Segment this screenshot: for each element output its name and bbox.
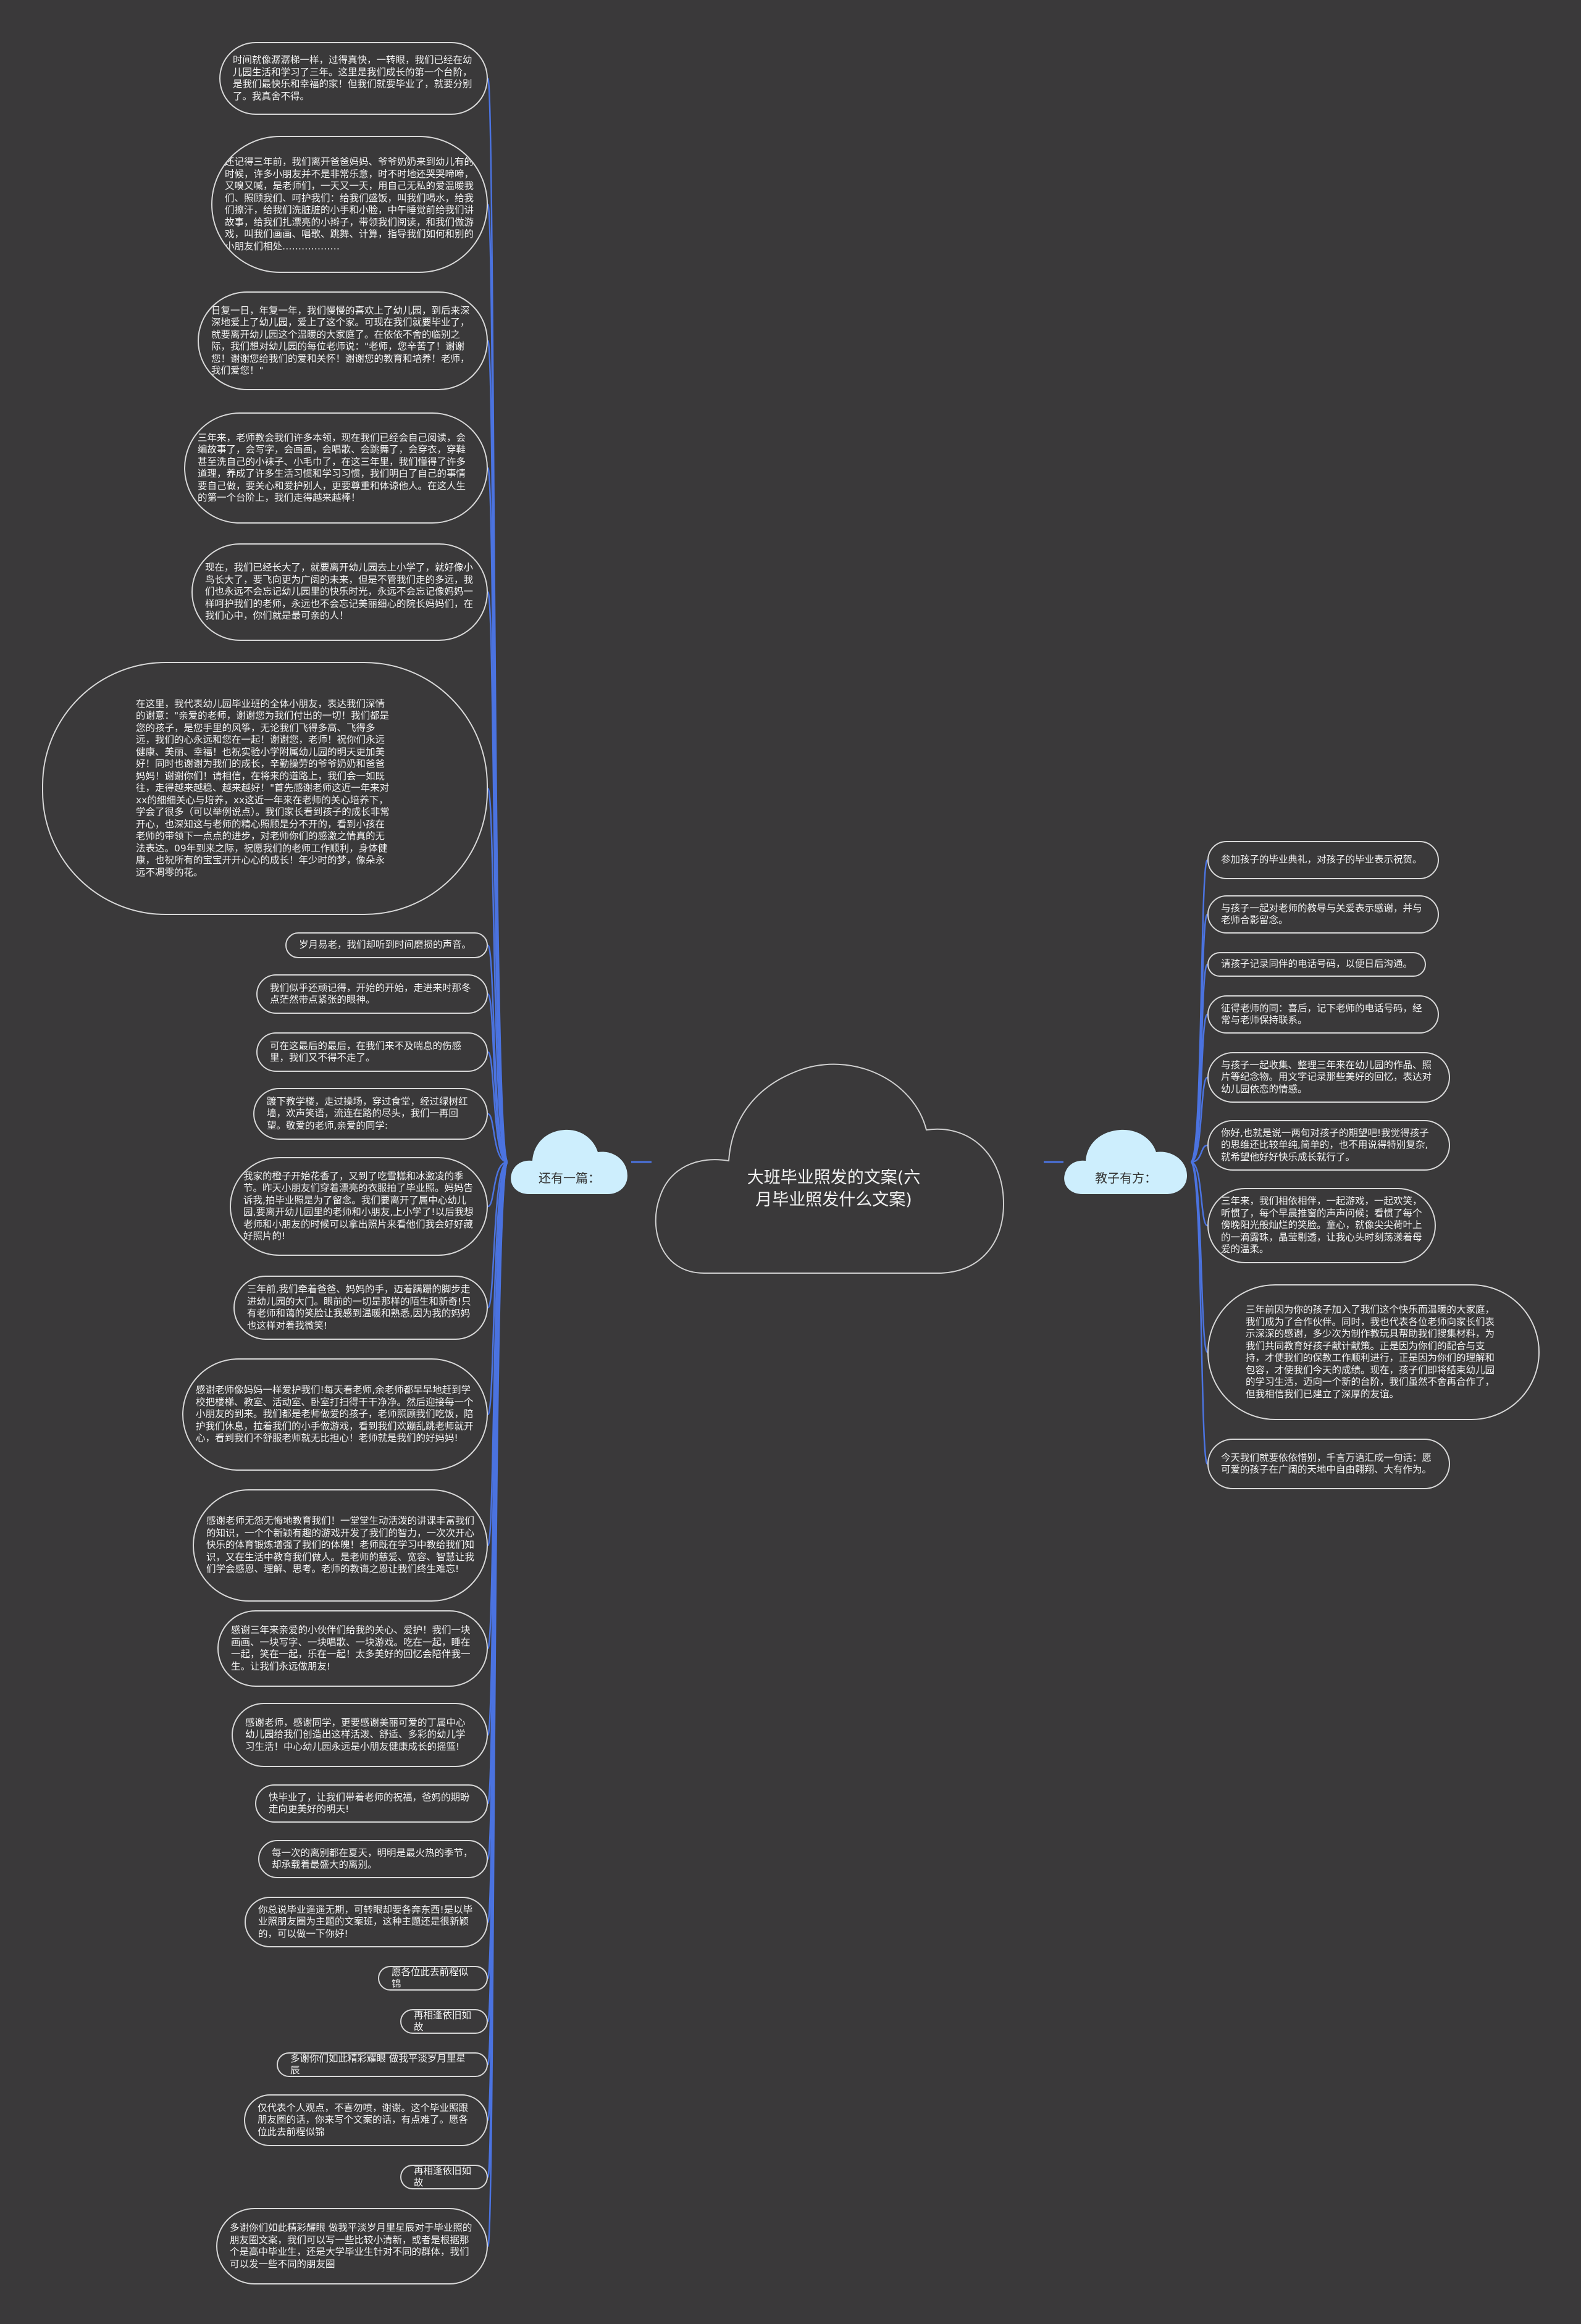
left-leaf-node[interactable]: 我们似乎还顽记得，开始的开始，走进来时那冬点茫然带点紧张的眼神。 [256, 974, 488, 1014]
left-connector [487, 787, 509, 1163]
left-connector [487, 591, 509, 1163]
branch-node-right[interactable]: 教子有方： [1061, 1125, 1191, 1199]
left-leaf-node[interactable]: 时间就像潺潺梯一样，过得真快，一转眼，我们已经在幼儿园生活和学习了三年。这里是我… [219, 42, 488, 115]
left-leaf-node[interactable]: 再相逢依旧如故 [400, 2165, 488, 2189]
left-connector [487, 1161, 509, 2247]
left-leaf-text: 还记得三年前，我们离开爸爸妈妈、爷爷奶奶来到幼儿有的时候，许多小朋友并不是非常乐… [225, 156, 474, 252]
left-leaf-node[interactable]: 每一次的离别都在夏天，明明是最火热的季节，却承载着最盛大的离别。 [258, 1840, 488, 1878]
right-leaf-node[interactable]: 与孩子一起对老师的教导与关爱表示感谢，并与老师合影留念。 [1207, 895, 1439, 934]
left-leaf-text: 可在这最后的最后，在我们来不及喘息的伤感里，我们又不得不走了。 [270, 1040, 462, 1064]
right-leaf-text: 今天我们就要依依惜别，千言万语汇成一句话：愿可爱的孩子在广阔的天地中自由翱翔、大… [1221, 1452, 1432, 1476]
left-connector [487, 993, 508, 1163]
right-leaf-node[interactable]: 请孩子记录同伴的电话号码，以便日后沟通。 [1207, 952, 1426, 977]
right-leaf-text: 三年来，我们相依相伴，一起游戏，一起欢笑，听惯了，每个早晨推窗的声声问候；看惯了… [1221, 1195, 1422, 1255]
right-leaf-node[interactable]: 三年前因为你的孩子加入了我们这个快乐而温暖的大家庭，我们成为了合作伙伴。同时，我… [1207, 1284, 1540, 1420]
left-leaf-text: 愿各位此去前程似锦 [392, 1966, 469, 1989]
left-leaf-text: 你总说毕业遥遥无期，可转眼却要各奔东西!是以毕业照朋友圈为主题的文案班，这种主题… [258, 1904, 473, 1939]
right-leaf-node[interactable]: 今天我们就要依依惜别，千言万语汇成一句话：愿可爱的孩子在广阔的天地中自由翱翔、大… [1207, 1439, 1450, 1489]
left-leaf-node[interactable]: 感谢老师，感谢同学，更要感谢美丽可爱的丁属中心幼儿园给我们创造出这样活泼、舒适、… [232, 1703, 488, 1767]
left-leaf-text: 每一次的离别都在夏天，明明是最火热的季节，却承载着最盛大的离别。 [272, 1847, 473, 1871]
left-leaf-node[interactable]: 三年前,我们牵着爸爸、妈妈的手，迈着蹒跚的脚步走进幼儿园的大门。眼前的一切是那样… [233, 1276, 488, 1340]
right-leaf-text: 三年前因为你的孩子加入了我们这个快乐而温暖的大家庭，我们成为了合作伙伴。同时，我… [1246, 1304, 1495, 1400]
left-leaf-node[interactable]: 可在这最后的最后，在我们来不及喘息的伤感里，我们又不得不走了。 [256, 1032, 488, 1072]
left-leaf-text: 时间就像潺潺梯一样，过得真快，一转眼，我们已经在幼儿园生活和学习了三年。这里是我… [233, 54, 472, 102]
right-connector [1190, 1076, 1209, 1163]
right-connector [1189, 1161, 1209, 1465]
left-leaf-node[interactable]: 岁月易老，我们却听到时间磨损的声音。 [285, 932, 488, 958]
left-leaf-node[interactable]: 还记得三年前，我们离开爸爸妈妈、爷爷奶奶来到幼儿有的时候，许多小朋友并不是非常乐… [211, 136, 488, 273]
left-leaf-text: 感谢老师，感谢同学，更要感谢美丽可爱的丁属中心幼儿园给我们创造出这样活泼、舒适、… [245, 1716, 466, 1752]
left-cloud-shape [511, 1129, 627, 1194]
right-leaf-text: 你好,也就是说一两句对孩子的期望吧!我觉得孩子的思维还比较单纯,简单的，也不用说… [1221, 1127, 1429, 1163]
left-leaf-node[interactable]: 三年来，老师教会我们许多本领，现在我们已经会自己阅读，会编故事了，会写字，会画画… [184, 412, 488, 524]
branch-label-right: 教子有方： [1095, 1171, 1157, 1185]
left-leaf-node[interactable]: 日复一日，年复一年，我们慢慢的喜欢上了幼儿园，到后来深深地爱上了幼儿园，爱上了这… [198, 291, 488, 390]
left-connector [487, 1113, 508, 1163]
right-leaf-node[interactable]: 三年来，我们相依相伴，一起游戏，一起欢笑，听惯了，每个早晨推窗的声声问候；看惯了… [1207, 1188, 1436, 1263]
left-leaf-node[interactable]: 在这里，我代表幼儿园毕业班的全体小朋友，表达我们深情的谢意："亲爱的老师，谢谢您… [42, 662, 488, 915]
left-connector [487, 1051, 508, 1163]
left-leaf-node[interactable]: 仅代表个人观点，不喜勿喷，谢谢。这个毕业照跟朋友圈的话，你来写个文案的话，有点难… [244, 2094, 488, 2146]
left-leaf-node[interactable]: 感谢老师像妈妈一样爱护我们!每天看老师,余老师都早早地赶到学校把楼梯、教室、活动… [182, 1358, 488, 1471]
right-leaf-text: 与孩子一起收集、整理三年来在幼儿园的作品、照片等纪念物。用文字记录那些美好的回忆… [1221, 1059, 1432, 1095]
left-leaf-text: 再相逢依旧如故 [414, 2165, 472, 2188]
left-leaf-node[interactable]: 再相逢依旧如故 [400, 2009, 488, 2034]
branch-label-left: 还有一篇： [539, 1171, 600, 1185]
left-leaf-node[interactable]: 多谢你们如此精彩耀眼 做我平淡岁月里星辰对于毕业照的朋友圈文案，我们可以写一些比… [216, 2208, 488, 2284]
left-leaf-text: 感谢老师无怨无悔地教育我们！一堂堂生动活泼的讲课丰富我们的知识，一个个新颖有趣的… [206, 1515, 475, 1575]
left-leaf-text: 我家的橙子开始花香了，又到了吃雪糕和冰激凌的季节。昨天小朋友们穿着漂亮的衣服拍了… [243, 1170, 474, 1242]
left-leaf-text: 三年前,我们牵着爸爸、妈妈的手，迈着蹒跚的脚步走进幼儿园的大门。眼前的一切是那样… [247, 1284, 471, 1331]
left-leaf-node[interactable]: 感谢三年来亲爱的小伙伴们给我的关心、爱护！我们一块画画、一块写字、一块唱歌、一块… [217, 1610, 488, 1687]
right-connector [1190, 1144, 1208, 1163]
right-leaf-node[interactable]: 参加孩子的毕业典礼，对孩子的毕业表示祝贺。 [1207, 841, 1439, 879]
left-leaf-text: 三年来，老师教会我们许多本领，现在我们已经会自己阅读，会编故事了，会写字，会画画… [198, 432, 466, 504]
left-leaf-node[interactable]: 快毕业了，让我们带着老师的祝福，爸妈的期盼走向更美好的明天! [255, 1784, 488, 1823]
left-leaf-text: 感谢老师像妈妈一样爱护我们!每天看老师,余老师都早早地赶到学校把楼梯、教室、活动… [196, 1384, 474, 1444]
left-connector [487, 1161, 508, 1208]
left-leaf-node[interactable]: 我家的橙子开始花香了，又到了吃雪糕和冰激凌的季节。昨天小朋友们穿着漂亮的衣服拍了… [230, 1157, 488, 1256]
left-leaf-text: 踱下教学楼，走过操场，穿过食堂，经过绿树红墙，欢声笑语，流连在路的尽头，我们一再… [267, 1095, 468, 1131]
left-leaf-text: 仅代表个人观点，不喜勿喷，谢谢。这个毕业照跟朋友圈的话，你来写个文案的话，有点难… [258, 2102, 469, 2138]
left-leaf-text: 多谢你们如此精彩耀眼 做我平淡岁月里星辰对于毕业照的朋友圈文案，我们可以写一些比… [230, 2222, 472, 2270]
root-node[interactable]: 大班毕业照发的文案(六月毕业照发什么文案) [648, 1043, 1007, 1278]
right-leaf-text: 请孩子记录同伴的电话号码，以便日后沟通。 [1221, 958, 1413, 970]
right-cloud-shape [1064, 1129, 1187, 1194]
left-connector [487, 1161, 508, 1309]
left-leaf-text: 在这里，我代表幼儿园毕业班的全体小朋友，表达我们深情的谢意："亲爱的老师，谢谢您… [136, 698, 390, 878]
root-cloud-shape [655, 1063, 1005, 1274]
right-leaf-text: 征得老师的同：喜后，记下老师的电话号码，经常与老师保持联系。 [1221, 1002, 1422, 1026]
left-leaf-text: 快毕业了，让我们带着老师的祝福，爸妈的期盼走向更美好的明天! [269, 1791, 470, 1815]
left-leaf-text: 日复一日，年复一年，我们慢慢的喜欢上了幼儿园，到后来深深地爱上了幼儿园，爱上了这… [211, 304, 470, 377]
left-leaf-node[interactable]: 你总说毕业遥遥无期，可转眼却要各奔东西!是以毕业照朋友圈为主题的文案班，这种主题… [245, 1897, 488, 1947]
right-connector [1190, 1161, 1209, 1227]
left-leaf-node[interactable]: 现在，我们已经长大了，就要离开幼儿园去上小学了，就好像小鸟长大了，要飞向更为广阔… [191, 543, 488, 641]
left-leaf-text: 感谢三年来亲爱的小伙伴们给我的关心、爱护！我们一块画画、一块写字、一块唱歌、一块… [231, 1624, 471, 1672]
left-connector [487, 1161, 509, 1416]
left-leaf-node[interactable]: 踱下教学楼，走过操场，穿过食堂，经过绿树红墙，欢声笑语，流连在路的尽头，我们一再… [253, 1088, 488, 1140]
left-leaf-node[interactable]: 愿各位此去前程似锦 [378, 1966, 488, 1991]
root-title: 大班毕业照发的文案(六月毕业照发什么文案) [747, 1168, 921, 1210]
right-leaf-node[interactable]: 征得老师的同：喜后，记下老师的电话号码，经常与老师保持联系。 [1207, 995, 1439, 1034]
right-leaf-node[interactable]: 与孩子一起收集、整理三年来在幼儿园的作品、照片等纪念物。用文字记录那些美好的回忆… [1207, 1052, 1450, 1103]
left-leaf-node[interactable]: 感谢老师无怨无悔地教育我们！一堂堂生动活泼的讲课丰富我们的知识，一个个新颖有趣的… [193, 1489, 488, 1602]
right-leaf-text: 与孩子一起对老师的教导与关爱表示感谢，并与老师合影留念。 [1221, 902, 1422, 926]
left-leaf-text: 现在，我们已经长大了，就要离开幼儿园去上小学了，就好像小鸟长大了，要飞向更为广阔… [205, 562, 474, 622]
branch-node-left[interactable]: 还有一篇： [508, 1125, 631, 1199]
right-leaf-text: 参加孩子的毕业典礼，对孩子的毕业表示祝贺。 [1221, 854, 1422, 866]
left-leaf-node[interactable]: 多谢你们如此精彩耀眼 做我平淡岁月里星辰 [277, 2052, 488, 2077]
left-leaf-text: 多谢你们如此精彩耀眼 做我平淡岁月里星辰 [290, 2052, 466, 2076]
left-leaf-text: 我们似乎还顽记得，开始的开始，走进来时那冬点茫然带点紧张的眼神。 [270, 982, 471, 1006]
right-leaf-node[interactable]: 你好,也就是说一两句对孩子的期望吧!我觉得孩子的思维还比较单纯,简单的，也不用说… [1207, 1120, 1450, 1171]
left-leaf-text: 岁月易老，我们却听到时间磨损的声音。 [299, 939, 472, 951]
left-leaf-text: 再相逢依旧如故 [414, 2009, 472, 2033]
right-connector [1190, 1013, 1209, 1163]
